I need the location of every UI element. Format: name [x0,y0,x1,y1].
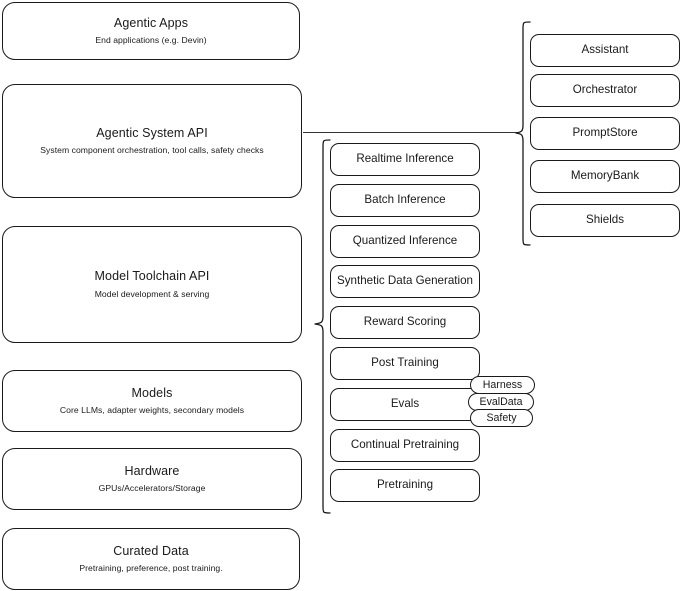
toolchain-capability-batch-inference[interactable]: Batch Inference [330,184,480,217]
layer-box-hardware[interactable]: Hardware GPUs/Accelerators/Storage [2,448,302,510]
eval-subcomponent-label: EvalData [479,395,523,408]
toolchain-capability-evals[interactable]: Evals [330,388,480,421]
layer-box-model-toolchain-api[interactable]: Model Toolchain API Model development & … [2,226,302,343]
toolchain-capability-pretraining[interactable]: Pretraining [330,469,480,502]
layer-subtitle: End applications (e.g. Devin) [95,35,207,46]
layer-box-models[interactable]: Models Core LLMs, adapter weights, secon… [2,370,302,432]
toolchain-capability-label: Continual Pretraining [350,438,460,452]
system-component-promptstore[interactable]: PromptStore [530,117,680,150]
toolchain-capability-label: Batch Inference [364,193,446,207]
layer-title: Agentic Apps [113,15,189,30]
brace-system-components [515,21,531,246]
eval-subcomponent-harness[interactable]: Harness [470,376,535,394]
layer-box-agentic-system-api[interactable]: Agentic System API System component orch… [2,84,302,198]
connector-line-system-api-to-components [303,132,518,134]
layer-title: Agentic System API [96,125,208,140]
toolchain-capability-label: Evals [390,397,420,411]
layer-title: Curated Data [113,543,189,558]
toolchain-capability-reward-scoring[interactable]: Reward Scoring [330,306,480,339]
layer-subtitle: Core LLMs, adapter weights, secondary mo… [59,405,245,416]
system-component-label: Assistant [581,43,629,57]
toolchain-capability-continual-pretraining[interactable]: Continual Pretraining [330,429,480,462]
system-component-label: PromptStore [572,126,638,140]
system-component-assistant[interactable]: Assistant [530,34,680,67]
toolchain-capability-label: Post Training [371,356,439,370]
system-component-shields[interactable]: Shields [530,204,680,237]
toolchain-capability-realtime-inference[interactable]: Realtime Inference [330,143,480,176]
toolchain-capability-synthetic-data-generation[interactable]: Synthetic Data Generation [330,265,480,298]
toolchain-capability-label: Synthetic Data Generation [337,274,473,288]
system-component-orchestrator[interactable]: Orchestrator [530,74,680,107]
layer-subtitle: Model development & serving [94,288,210,299]
layer-subtitle: System component orchestration, tool cal… [40,145,264,156]
eval-subcomponent-label: Safety [486,411,517,424]
layer-box-agentic-apps[interactable]: Agentic Apps End applications (e.g. Devi… [2,2,300,60]
layer-subtitle: GPUs/Accelerators/Storage [98,483,206,494]
toolchain-capability-label: Realtime Inference [356,152,454,166]
system-component-label: Orchestrator [572,83,638,97]
toolchain-capability-quantized-inference[interactable]: Quantized Inference [330,225,480,258]
system-component-label: MemoryBank [570,169,640,183]
toolchain-capability-label: Pretraining [376,478,434,492]
system-component-memorybank[interactable]: MemoryBank [530,160,680,193]
eval-subcomponent-label: Harness [482,378,523,391]
brace-toolchain-capabilities [314,139,331,514]
toolchain-capability-label: Quantized Inference [352,234,458,248]
system-component-label: Shields [585,213,625,227]
toolchain-capability-post-training[interactable]: Post Training [330,347,480,380]
eval-subcomponent-safety[interactable]: Safety [470,409,533,427]
layer-subtitle: Pretraining, preference, post training. [79,563,223,574]
layer-box-curated-data[interactable]: Curated Data Pretraining, preference, po… [2,528,300,590]
layer-title: Model Toolchain API [94,269,210,284]
layer-title: Models [131,385,173,400]
toolchain-capability-label: Reward Scoring [363,315,447,329]
layer-title: Hardware [124,463,180,478]
